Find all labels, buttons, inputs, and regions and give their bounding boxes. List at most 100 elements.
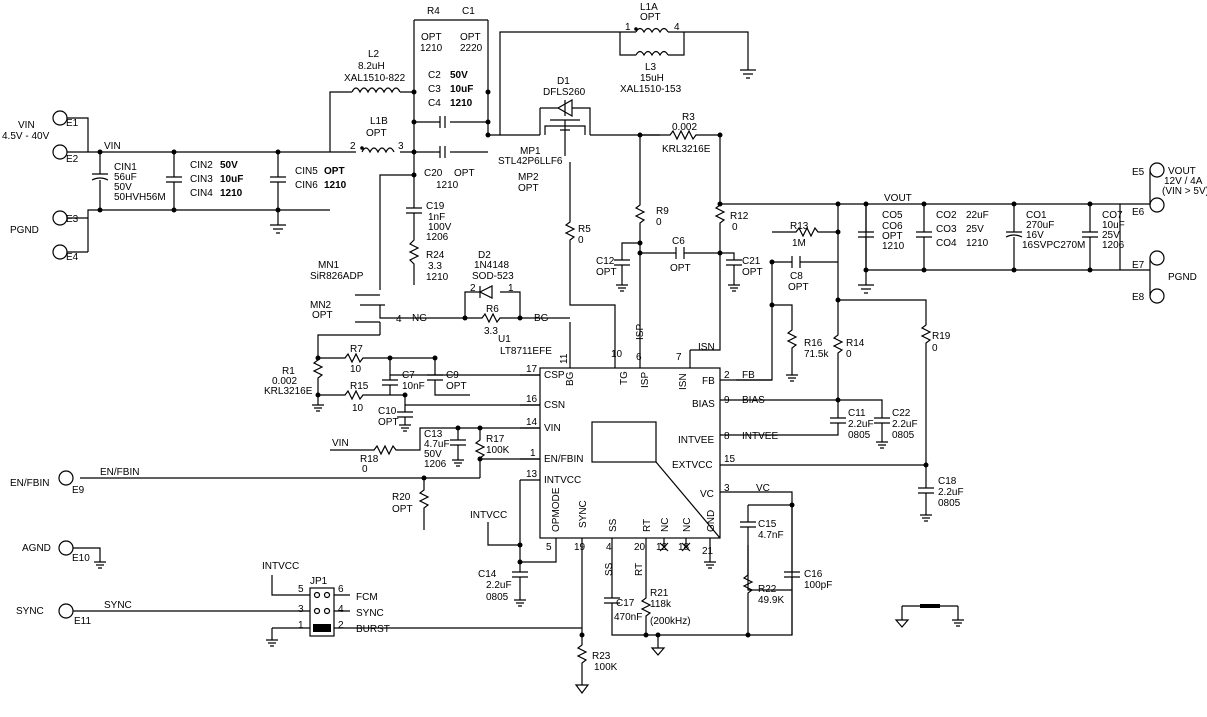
- vin-wires: [67, 117, 330, 253]
- cin5-value: OPT: [324, 166, 345, 177]
- e1-label: E1: [66, 118, 79, 129]
- ic-pin-12: 12: [656, 542, 668, 553]
- c13-pkg: 1206: [424, 459, 447, 470]
- d1-part: DFLS260: [543, 87, 586, 98]
- sync-port-label: SYNC: [16, 606, 44, 617]
- l1a-pin4: 4: [674, 22, 680, 33]
- co5-ref: CO5: [882, 210, 903, 221]
- l1a-value: OPT: [640, 12, 661, 23]
- c19-volt: 100V: [428, 222, 452, 233]
- jp1-pin4: 4: [338, 604, 344, 615]
- c19-r24-symbol: [406, 175, 422, 285]
- ic-pin-8: 8: [724, 431, 730, 442]
- vout-net-label: VOUT: [884, 193, 912, 204]
- c3-value: 10uF: [450, 84, 473, 95]
- r20-value: OPT: [392, 504, 413, 515]
- c18-ref: C18: [938, 476, 957, 487]
- l1a-pin1: 1: [625, 22, 631, 33]
- d2-pkg: SOD-523: [472, 271, 514, 282]
- r7-ref: R7: [350, 344, 363, 355]
- e7-label: E7: [1132, 260, 1145, 271]
- c2-c20-plates: [439, 116, 446, 158]
- c17-ref: C17: [616, 598, 635, 609]
- co2-ref: CO2: [936, 210, 957, 221]
- ic-pin-7: 7: [676, 352, 682, 363]
- c11-c22-c18-symbols: [736, 399, 934, 522]
- c13-volt: 50V: [424, 449, 442, 460]
- c14-pkg: 0805: [486, 592, 509, 603]
- enfbin-port-label: EN/FBIN: [10, 478, 49, 489]
- compensation-section: C17 470nF R21 118k (200kHz) C15 4.7nF R2…: [604, 502, 964, 656]
- c22-pkg: 0805: [892, 430, 915, 441]
- co7-value: 10uF: [1102, 220, 1125, 231]
- r4-value: OPT: [421, 32, 442, 43]
- ic-pin-14: 14: [526, 417, 538, 428]
- r5-symbol: [564, 162, 616, 355]
- co3-ref: CO3: [936, 224, 957, 235]
- cin3-ref: CIN3: [190, 174, 213, 185]
- ic-pin-16: 16: [526, 394, 538, 405]
- c11-pkg: 0805: [848, 430, 871, 441]
- c11-value: 2.2uF: [848, 419, 874, 430]
- cin3-value: 10uF: [220, 174, 243, 185]
- terminal-e11: [58, 603, 74, 619]
- co7-symbol: [1082, 204, 1098, 270]
- jumper-section: INTVCC C14 2.2uF 0805 AGND E10 SYNC E11 …: [16, 480, 618, 694]
- l1b-value: OPT: [366, 128, 387, 139]
- c13-value: 4.7uF: [424, 439, 450, 450]
- ic-pin-isn: ISN: [678, 373, 689, 390]
- ic-pin-intvcc: INTVCC: [544, 475, 581, 486]
- c2-value: 50V: [450, 70, 468, 81]
- r14-ref: R14: [846, 338, 865, 349]
- c18-pkg: 0805: [938, 498, 961, 509]
- l2-coil: [351, 87, 401, 94]
- agnd-port-label: AGND: [22, 543, 51, 554]
- vout-port-label: VOUT: [1168, 166, 1196, 177]
- co4-ref: CO4: [936, 238, 957, 249]
- enable-section: VIN R18 0 C13 4.7uF 50V 1206 R17 100K R2…: [10, 425, 540, 530]
- c8-ref: C8: [790, 271, 803, 282]
- vin-input-section: VIN 4.5V - 40V E1 E2 E3 E4 PGND VIN CIN1…: [2, 110, 347, 263]
- c21-ref: C21: [742, 256, 761, 267]
- ic-pin-enfbin: EN/FBIN: [544, 454, 583, 465]
- e5-label: E5: [1132, 167, 1145, 178]
- jp1-pin2: 2: [338, 620, 344, 631]
- e10-label: E10: [72, 553, 90, 564]
- jp1-shunt[interactable]: [313, 624, 331, 632]
- d1-symbol: [500, 98, 660, 136]
- ic-pin-bias: BIAS: [692, 399, 715, 410]
- c9-ref: C9: [446, 370, 459, 381]
- d2-pin1: 1: [508, 283, 514, 294]
- r9-value: 0: [656, 217, 662, 228]
- ic-pin-sync: SYNC: [578, 500, 589, 528]
- terminal-e8: [1149, 288, 1165, 304]
- terminal-e4: [52, 244, 68, 260]
- pgnd-right-label: PGND: [1168, 272, 1197, 283]
- co4-value: 1210: [966, 238, 989, 249]
- l3-value: 15uH: [640, 73, 664, 84]
- c19-value: 1nF: [428, 212, 445, 223]
- ic-pin-13: 13: [526, 469, 538, 480]
- c1-pkg: 2220: [460, 43, 483, 54]
- ic-pin-15: 15: [724, 454, 736, 465]
- r1-ref: R1: [282, 366, 295, 377]
- l1b-pin2: 2: [350, 141, 356, 152]
- ic-pin-9: 9: [724, 395, 730, 406]
- ic-pin-isp: ISP: [640, 372, 651, 388]
- ic-pin-rt: RT: [642, 519, 653, 532]
- vout-section: VOUT E5 E6 E7 E8 VOUT 12V / 4A (VIN > 5V…: [835, 162, 1207, 304]
- l3-ref: L3: [645, 62, 657, 73]
- ss-rt-wiring: [604, 590, 793, 656]
- c3-ref: C3: [428, 84, 441, 95]
- r1-value: 0.002: [272, 376, 297, 387]
- r14-value: 0: [846, 349, 852, 360]
- jp1-body[interactable]: [309, 587, 335, 637]
- c2-ref: C2: [428, 70, 441, 81]
- co7-pkg: 1206: [1102, 240, 1125, 251]
- c12-ref: C12: [596, 256, 615, 267]
- cin5-symbol: [270, 152, 286, 234]
- c7-c9-c10-symbols: [382, 357, 470, 432]
- bg-net-label: BG: [534, 313, 549, 324]
- ic-part: LT8711EFE: [500, 346, 552, 357]
- co2-value: 22uF: [966, 210, 989, 221]
